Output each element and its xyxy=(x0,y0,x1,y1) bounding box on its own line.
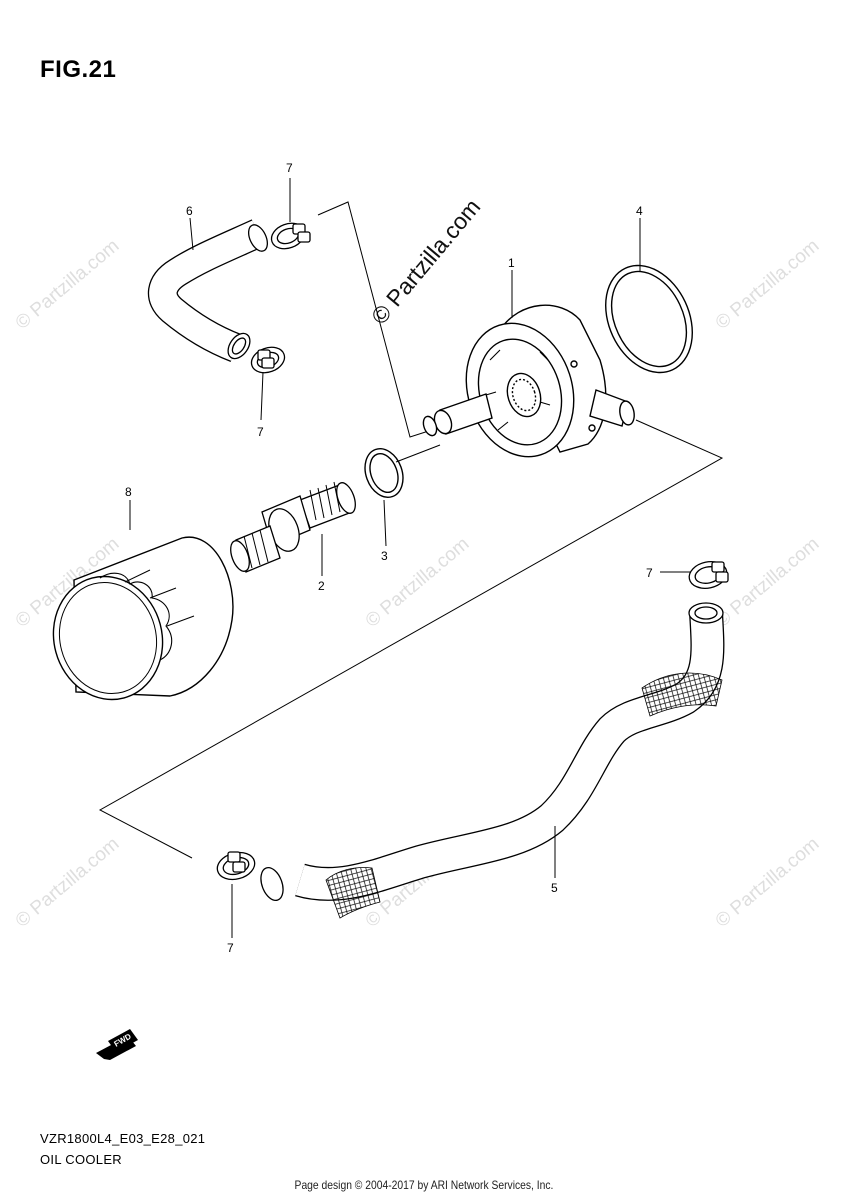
callout-1: 1 xyxy=(508,256,515,270)
oil-filter xyxy=(52,536,234,701)
callout-2: 2 xyxy=(318,579,325,593)
figure-code: VZR1800L4_E03_E28_021 xyxy=(40,1131,206,1146)
callout-8: 8 xyxy=(125,485,132,499)
short-hose xyxy=(148,219,269,362)
callout-5: 5 xyxy=(551,881,558,895)
watermark-text: © Partzilla.com xyxy=(362,533,474,631)
watermark-prominent: © Partzilla.com xyxy=(366,194,486,329)
figure-subtitle: OIL COOLER xyxy=(40,1152,122,1167)
hose-clamp-upper xyxy=(270,222,311,250)
callout-6: 6 xyxy=(186,204,193,218)
callout-4: 4 xyxy=(636,204,643,218)
leader-lines xyxy=(129,178,690,938)
assembly-guide-lines xyxy=(98,201,724,859)
figure-title: FIG.21 xyxy=(40,56,117,83)
o-ring-small xyxy=(364,448,404,498)
callout-numbers: 1 2 3 4 5 6 7 7 7 7 8 xyxy=(125,161,653,955)
page-footer: Page design © 2004-2017 by ARI Network S… xyxy=(294,1178,554,1192)
hose-clamp-mid xyxy=(250,346,286,374)
hose-clamp-bottom xyxy=(216,851,256,881)
callout-3: 3 xyxy=(381,549,388,563)
callout-7-right: 7 xyxy=(646,566,653,580)
watermark-text: © Partzilla.com xyxy=(12,833,124,931)
callout-7-upper: 7 xyxy=(286,161,293,175)
watermark-text: © Partzilla.com xyxy=(712,533,824,631)
o-ring-large xyxy=(605,264,693,374)
callout-7-bottom: 7 xyxy=(227,941,234,955)
watermark-text: © Partzilla.com xyxy=(712,833,824,931)
watermark-text: © Partzilla.com xyxy=(12,235,124,333)
long-hose xyxy=(260,602,725,919)
hose-clamp-right xyxy=(688,561,729,589)
oil-cooler xyxy=(422,304,635,458)
watermark-text: © Partzilla.com xyxy=(712,235,824,333)
union-bolt xyxy=(230,481,356,573)
callout-7-mid: 7 xyxy=(257,425,264,439)
fwd-arrow-icon: FWD xyxy=(96,1029,138,1060)
